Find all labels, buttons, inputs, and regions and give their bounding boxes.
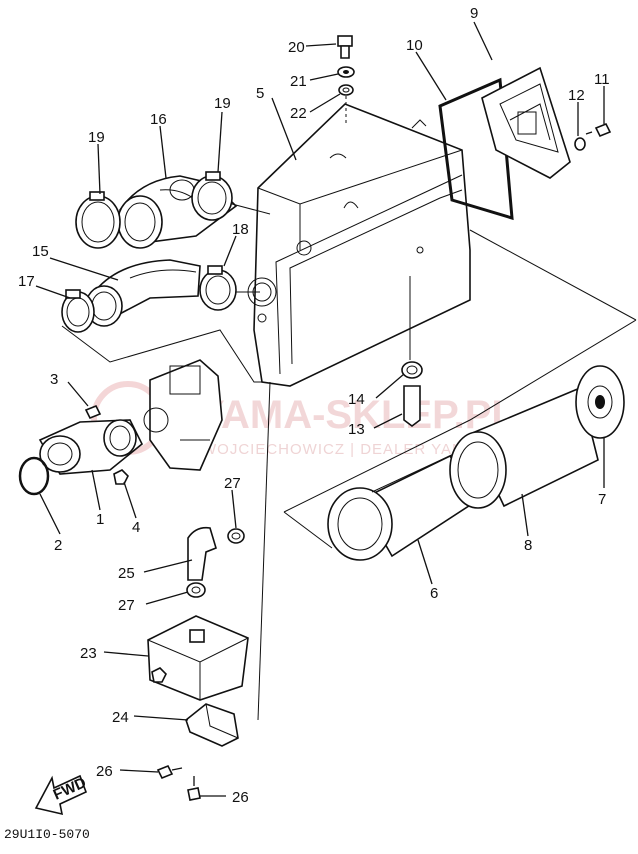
callout-13: 13 bbox=[348, 421, 365, 438]
callout-14: 14 bbox=[348, 391, 365, 408]
bolt-20 bbox=[337, 35, 353, 59]
hose-clamp-18 bbox=[199, 265, 237, 311]
screw-26-upper bbox=[156, 764, 183, 780]
callout-labels: 1 2 3 4 5 6 7 8 9 10 11 12 13 14 15 16 1… bbox=[18, 5, 610, 806]
callout-19-right: 19 bbox=[214, 95, 231, 112]
leader-lines bbox=[35, 21, 605, 797]
air-filter-element-8 bbox=[449, 386, 599, 509]
diagram-code: 29U1I0-5070 bbox=[4, 827, 90, 842]
washer-12 bbox=[574, 137, 586, 151]
callout-12: 12 bbox=[568, 87, 585, 104]
clip-14 bbox=[401, 361, 423, 379]
callout-11: 11 bbox=[594, 71, 610, 88]
callout-27-lower: 27 bbox=[118, 597, 135, 614]
callout-5: 5 bbox=[256, 85, 264, 102]
intake-manifold-1 bbox=[38, 419, 144, 475]
callout-23: 23 bbox=[80, 645, 97, 662]
callout-10: 10 bbox=[406, 37, 423, 54]
nut-4 bbox=[113, 469, 129, 485]
washer-21 bbox=[337, 66, 355, 78]
bracket-24 bbox=[185, 703, 239, 747]
callout-19-left: 19 bbox=[88, 129, 105, 146]
callout-9: 9 bbox=[470, 5, 478, 22]
air-box-cover bbox=[481, 66, 571, 179]
fwd-arrow-icon: FWD bbox=[34, 774, 89, 816]
callout-3: 3 bbox=[50, 371, 58, 388]
air-box-gasket bbox=[438, 77, 514, 221]
hose-clamp-27-lower bbox=[186, 582, 206, 598]
carburetor-outline bbox=[143, 359, 223, 471]
callout-6: 6 bbox=[430, 585, 438, 602]
drain-plug-13 bbox=[403, 385, 421, 427]
callout-1: 1 bbox=[96, 511, 104, 528]
hose-clamp-19-left bbox=[75, 191, 121, 249]
callout-26-lower: 26 bbox=[232, 789, 249, 806]
air-filter-element-6 bbox=[327, 451, 480, 561]
watermark: YAMA-SKLEP.PL WOJCIECHOWICZ | DEALER YAM… bbox=[91, 381, 516, 458]
screw-11 bbox=[585, 122, 612, 138]
o-ring-2 bbox=[18, 456, 50, 496]
breather-hose-25 bbox=[187, 526, 217, 581]
callout-24: 24 bbox=[112, 709, 129, 726]
screw-26-lower bbox=[187, 776, 201, 801]
breather-tank-23 bbox=[147, 615, 249, 701]
hose-clamp-19-right bbox=[191, 171, 233, 221]
callout-4: 4 bbox=[132, 519, 140, 536]
callout-15: 15 bbox=[32, 243, 49, 260]
callout-7: 7 bbox=[598, 491, 606, 508]
screw-3 bbox=[84, 404, 102, 420]
callout-16: 16 bbox=[150, 111, 167, 128]
air-box-case bbox=[247, 103, 471, 387]
hose-clamp-17 bbox=[61, 289, 95, 333]
air-box-joint-15 bbox=[85, 259, 201, 327]
washer-22 bbox=[338, 84, 354, 96]
callout-17: 17 bbox=[18, 273, 35, 290]
callout-25: 25 bbox=[118, 565, 135, 582]
callout-21: 21 bbox=[290, 73, 307, 90]
callout-22: 22 bbox=[290, 105, 307, 122]
hose-clamp-27-upper bbox=[227, 528, 245, 544]
watermark-main-text: YAMA-SKLEP.PL bbox=[198, 393, 516, 437]
filter-cap-7 bbox=[575, 365, 625, 439]
callout-18: 18 bbox=[232, 221, 249, 238]
callout-27-upper: 27 bbox=[224, 475, 241, 492]
callout-26-upper: 26 bbox=[96, 763, 113, 780]
callout-20: 20 bbox=[288, 39, 305, 56]
callout-8: 8 bbox=[524, 537, 532, 554]
callout-2: 2 bbox=[54, 537, 62, 554]
watermark-sub-text: WOJCIECHOWICZ | DEALER YAMAHA bbox=[202, 441, 499, 458]
